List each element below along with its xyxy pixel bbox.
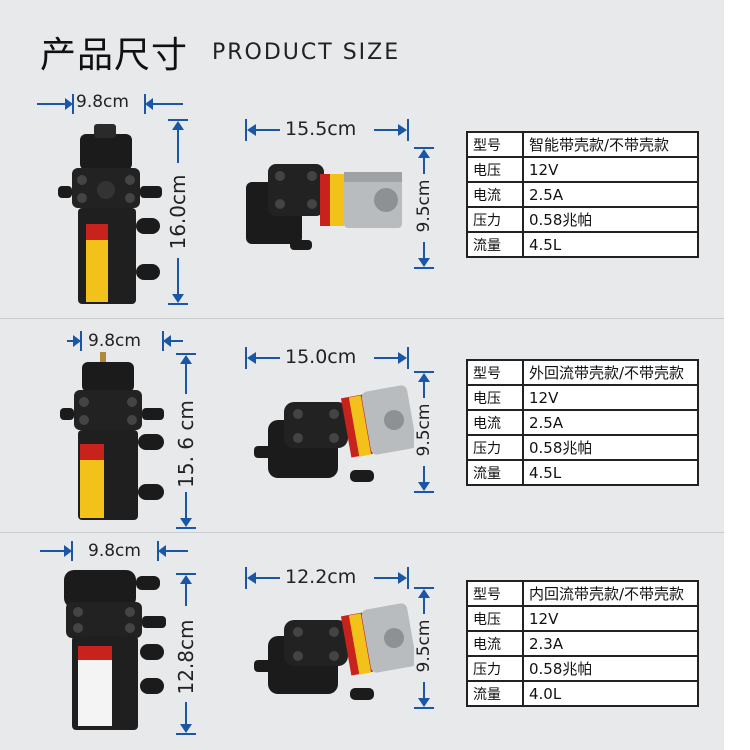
spec-value: 2.5A [522,181,699,208]
length-label: 12.2cm [285,566,357,588]
spec-value: 4.5L [522,459,699,486]
spec-value: 内回流带壳款/不带壳款 [522,580,699,607]
page-title: 产品尺寸 [40,35,189,76]
length-label: 15.0cm [285,346,357,368]
height-label: 12.8cm [174,619,198,695]
width-arrow [67,331,183,351]
spec-key: 电流 [466,181,524,208]
spec-value: 12V [522,384,699,411]
side-height-label: 9.5cm [414,619,434,673]
length-arrow [245,119,409,141]
width-label: 9.8cm [88,541,141,561]
length-label: 15.5cm [285,118,357,140]
width-arrow [37,94,183,114]
length-arrow [245,567,409,589]
spec-key: 流量 [466,459,524,486]
spec-value: 外回流带壳款/不带壳款 [522,359,699,386]
spec-value: 0.58兆帕 [522,655,699,682]
side-height-label: 9.5cm [414,179,434,233]
spec-key: 压力 [466,434,524,461]
width-label: 9.8cm [88,331,141,351]
pump-front-image [64,570,166,730]
spec-key: 电压 [466,156,524,183]
height-arrow [176,573,196,735]
section-divider [0,532,724,533]
spec-key: 型号 [466,359,524,386]
side-height-arrow [414,587,434,709]
width-arrow [40,541,188,561]
height-label: 15. 6 cm [174,400,198,488]
spec-value: 智能带壳款/不带壳款 [522,131,699,158]
pump-front-image [60,352,164,520]
spec-value: 4.5L [522,231,699,258]
spec-key: 压力 [466,655,524,682]
spec-key: 型号 [466,580,524,607]
spec-value: 2.5A [522,409,699,436]
spec-row: 型号外回流带壳款/不带壳款 [466,359,699,386]
spec-key: 电压 [466,605,524,632]
spec-value: 2.3A [522,630,699,657]
side-height-arrow [414,371,434,493]
spec-value: 12V [522,156,699,183]
spec-value: 12V [522,605,699,632]
height-label: 16.0cm [166,174,190,250]
spec-row: 型号内回流带壳款/不带壳款 [466,580,699,607]
spec-key: 电流 [466,409,524,436]
spec-key: 电压 [466,384,524,411]
spec-value: 4.0L [522,680,699,707]
spec-value: 0.58兆帕 [522,206,699,233]
spec-row: 型号智能带壳款/不带壳款 [466,131,699,158]
spec-value: 0.58兆帕 [522,434,699,461]
spec-key: 电流 [466,630,524,657]
spec-key: 流量 [466,231,524,258]
side-height-arrow [414,147,434,269]
spec-key: 压力 [466,206,524,233]
spec-key: 型号 [466,131,524,158]
pump-side-image [254,385,414,482]
pump-side-image [246,164,402,250]
section-divider [0,318,724,319]
width-label: 9.8cm [76,92,129,112]
side-height-label: 9.5cm [414,403,434,457]
pump-side-image [254,603,414,700]
page-subtitle: PRODUCT SIZE [212,40,401,65]
height-arrow [176,353,196,529]
spec-key: 流量 [466,680,524,707]
length-arrow [245,347,409,369]
height-arrow [168,119,188,305]
right-margin-strip [724,0,750,750]
pump-front-image [58,124,162,304]
